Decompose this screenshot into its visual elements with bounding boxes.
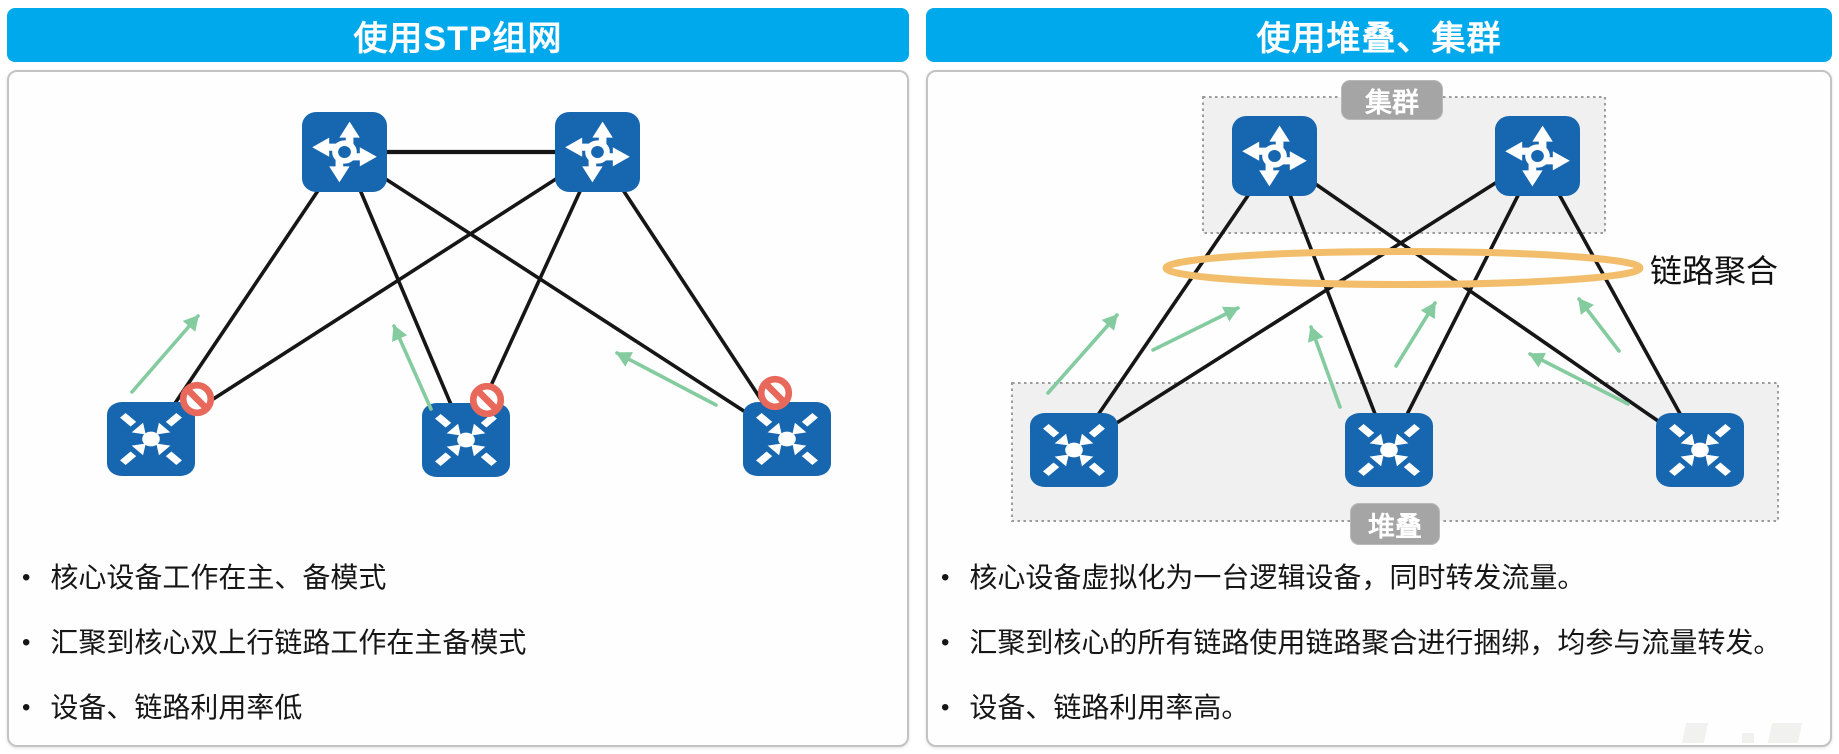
blocked-port-icon	[761, 379, 789, 407]
bullet-text: 设备、链路利用率高。	[969, 692, 1250, 723]
cluster-label: 集群	[1365, 87, 1419, 118]
core-switch-icon	[1495, 116, 1580, 196]
blocked-port-icon	[473, 386, 501, 414]
access-switch-icon	[1345, 413, 1433, 487]
bullet-text: 汇聚到核心双上行链路工作在主备模式	[50, 627, 527, 658]
stack-topology-diagram	[1011, 96, 1779, 522]
traffic-flow-arrows	[130, 314, 718, 411]
bullet-item: 设备、链路利用率低	[22, 688, 903, 728]
right-panel-title-bar: 使用堆叠、集群	[926, 8, 1832, 62]
stack-label: 堆叠	[1368, 511, 1422, 542]
bullet-text: 设备、链路利用率低	[50, 692, 303, 723]
core-switch-icon	[555, 112, 640, 192]
core-switch-icon	[302, 112, 387, 192]
watermark	[1681, 721, 1804, 743]
stack-label-badge: 堆叠	[1351, 504, 1439, 544]
bullet-item: 核心设备虚拟化为一台逻辑设备，同时转发流量。	[941, 558, 1826, 598]
stp-topology-diagram	[7, 70, 909, 747]
link-aggregation-ellipse	[1162, 248, 1644, 288]
bullet-item: 设备、链路利用率高。	[941, 688, 1826, 728]
right-panel-title: 使用堆叠、集群	[1256, 19, 1502, 58]
access-switch-icon	[743, 402, 831, 476]
bullet-text: 核心设备工作在主、备模式	[50, 562, 387, 593]
stp-links	[149, 149, 789, 441]
bullet-text: 汇聚到核心的所有链路使用链路聚合进行捆绑，均参与流量转发。	[969, 627, 1782, 658]
access-switch-icon	[1656, 413, 1744, 487]
core-switch-icon	[1232, 116, 1317, 196]
bullet-item: 汇聚到核心双上行链路工作在主备模式	[22, 623, 903, 663]
aggregated-links	[1072, 154, 1702, 452]
left-panel-title-bar: 使用STP组网	[7, 8, 909, 62]
traffic-flow-arrows	[1046, 297, 1630, 409]
left-panel-title: 使用STP组网	[353, 19, 563, 58]
bullet-text: 核心设备虚拟化为一台逻辑设备，同时转发流量。	[969, 562, 1586, 593]
bullet-item: 核心设备工作在主、备模式	[22, 558, 903, 598]
bullet-item: 汇聚到核心的所有链路使用链路聚合进行捆绑，均参与流量转发。	[941, 623, 1826, 663]
blocked-port-icon	[183, 385, 211, 413]
link-aggregation-label: 链路聚合	[1650, 253, 1779, 289]
access-switch-icon	[107, 402, 195, 476]
stack-cluster-panel: 集群 堆叠 链路聚合 核心设备虚拟化为一台逻辑设备，同时转发流量。 汇聚到核心的…	[926, 70, 1832, 747]
access-switch-icon	[1030, 413, 1118, 487]
stp-network-panel: 核心设备工作在主、备模式 汇聚到核心双上行链路工作在主备模式 设备、链路利用率低	[7, 70, 909, 747]
cluster-label-badge: 集群	[1342, 81, 1442, 119]
access-switch-icon	[422, 403, 510, 477]
